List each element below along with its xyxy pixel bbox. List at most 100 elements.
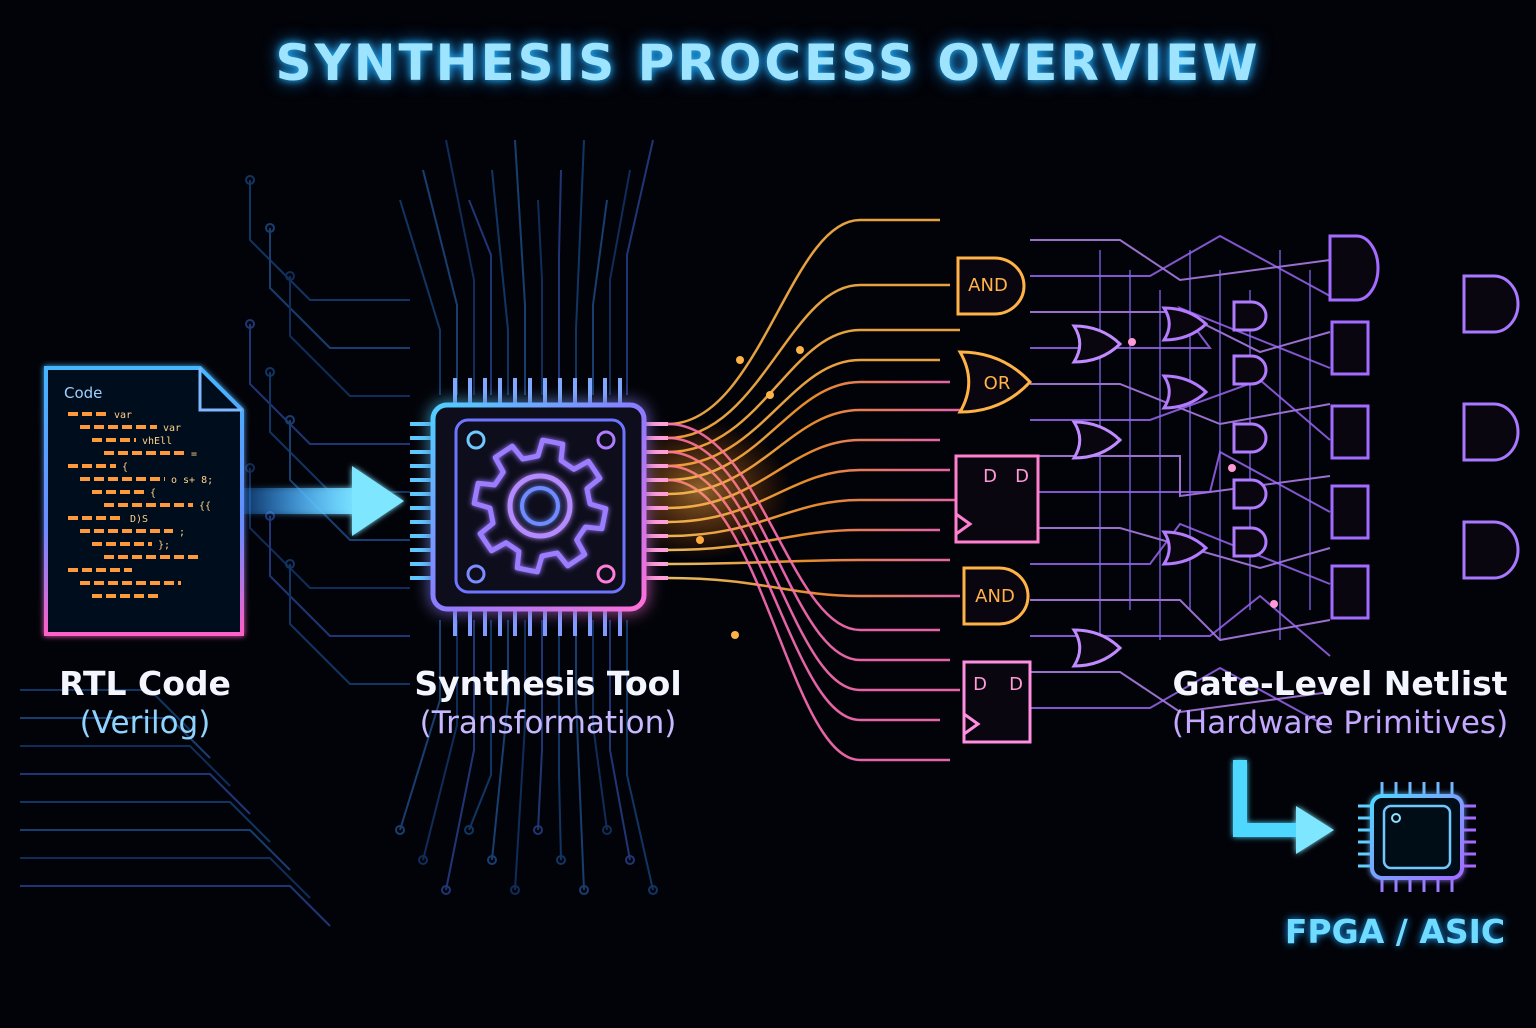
code-token: var xyxy=(114,410,132,421)
gate-level-netlist xyxy=(954,234,1520,744)
gear-outline xyxy=(471,437,609,575)
and-gate-icon xyxy=(1232,478,1268,510)
flip-flop-q-label: D xyxy=(1009,674,1023,695)
tool-sublabel: (Transformation) xyxy=(419,705,677,741)
code-token: var xyxy=(163,423,181,434)
netlist-label: Gate-Level Netlist xyxy=(1172,664,1508,703)
and-gate-icon xyxy=(1462,274,1520,334)
background-trace xyxy=(445,139,475,395)
and-gate-icon xyxy=(956,256,1026,316)
arrow-right-icon xyxy=(244,466,404,536)
background-trace xyxy=(609,169,631,395)
netlist-sublabel: (Hardware Primitives) xyxy=(1171,705,1509,741)
signal-glow xyxy=(610,420,790,560)
and-gate-icon xyxy=(1232,526,1268,558)
trace-node xyxy=(731,631,739,639)
background-trace xyxy=(592,199,608,395)
gear-hub xyxy=(520,486,560,526)
and-gate-label: AND xyxy=(968,275,1008,296)
background-trace xyxy=(20,717,211,759)
code-token: D)S xyxy=(130,514,148,525)
or-gate-icon xyxy=(1161,374,1209,410)
and-gate-icon xyxy=(1462,520,1520,580)
background-trace xyxy=(468,199,492,395)
trace-node xyxy=(285,271,295,281)
netlist-wire xyxy=(1030,666,1331,729)
trace-node xyxy=(766,391,774,399)
background-trace xyxy=(626,139,654,395)
code-token: vhEll xyxy=(142,436,172,447)
gear-ring xyxy=(507,473,573,539)
trace-node xyxy=(556,855,566,865)
netlist-wire xyxy=(1030,450,1331,513)
flip-flop-d-label: D xyxy=(973,674,987,695)
background-trace xyxy=(558,620,562,861)
and-gate-icon xyxy=(1462,402,1520,462)
trace-node xyxy=(1270,600,1278,608)
or-gate-icon xyxy=(1071,420,1123,460)
background-trace xyxy=(399,199,441,395)
trace-node xyxy=(1128,338,1136,346)
netlist-wire xyxy=(1030,234,1331,297)
background-trace xyxy=(289,420,410,541)
code-token: { xyxy=(122,462,128,473)
small-chip-pins xyxy=(1358,782,1476,892)
page-title: SYNTHESIS PROCESS OVERVIEW xyxy=(275,34,1261,92)
chip-pins xyxy=(410,378,668,636)
netlist-wire xyxy=(1030,671,1331,714)
document-icon xyxy=(44,366,244,636)
trace-node xyxy=(487,855,497,865)
and-gate-icon xyxy=(1328,234,1380,302)
small-chip-icon xyxy=(1370,794,1464,880)
flip-flop-icon xyxy=(1330,320,1370,376)
or-gate-icon xyxy=(1161,306,1209,342)
background-trace xyxy=(20,745,231,787)
background-trace xyxy=(468,620,492,831)
netlist-wire xyxy=(1030,455,1331,498)
flip-flop-icon xyxy=(1330,484,1370,540)
background-trace xyxy=(422,169,458,395)
background-trace xyxy=(537,620,543,831)
target-label: FPGA / ASIC xyxy=(1284,912,1506,951)
rtl-sublabel: (Verilog) xyxy=(79,705,211,741)
or-gate-label: OR xyxy=(984,373,1011,394)
background-trace xyxy=(20,885,331,927)
netlist-stage-label: Gate-Level Netlist (Hardware Primitives) xyxy=(1150,664,1530,741)
tool-stage-label: Synthesis Tool (Transformation) xyxy=(398,664,698,741)
rtl-label: RTL Code xyxy=(59,664,231,703)
code-file-header: Code xyxy=(64,384,102,402)
clock-input xyxy=(955,512,973,536)
gear-icon xyxy=(471,437,609,575)
background-trace xyxy=(491,620,509,861)
background-trace xyxy=(592,620,608,831)
trace-node xyxy=(602,825,612,835)
trace-node xyxy=(1228,464,1236,472)
code-token: {{ xyxy=(199,501,211,512)
trace-node xyxy=(395,825,405,835)
background-trace xyxy=(20,773,251,815)
background-trace xyxy=(289,564,410,685)
background-trace xyxy=(20,801,271,843)
trace-node xyxy=(510,885,520,895)
and-gate-label: AND xyxy=(975,586,1015,607)
netlist-wire xyxy=(1030,594,1331,657)
background-trace xyxy=(249,180,410,301)
flip-flop-icon xyxy=(1330,564,1370,620)
or-gate-icon xyxy=(957,350,1033,414)
code-token: }; xyxy=(158,540,170,551)
chip-icon xyxy=(430,402,647,612)
trace-node xyxy=(245,463,255,473)
rtl-stage-label: RTL Code (Verilog) xyxy=(30,664,260,741)
background-trace xyxy=(399,620,441,831)
background-trace xyxy=(575,620,585,891)
target-stage-label: FPGA / ASIC xyxy=(1270,912,1520,951)
background-trace xyxy=(422,620,458,861)
background-trace xyxy=(269,516,410,637)
background-trace xyxy=(249,324,410,445)
signal-trace xyxy=(667,283,950,440)
background-trace xyxy=(609,620,631,861)
trace-node xyxy=(265,223,275,233)
background-circuit-traces xyxy=(20,139,658,927)
